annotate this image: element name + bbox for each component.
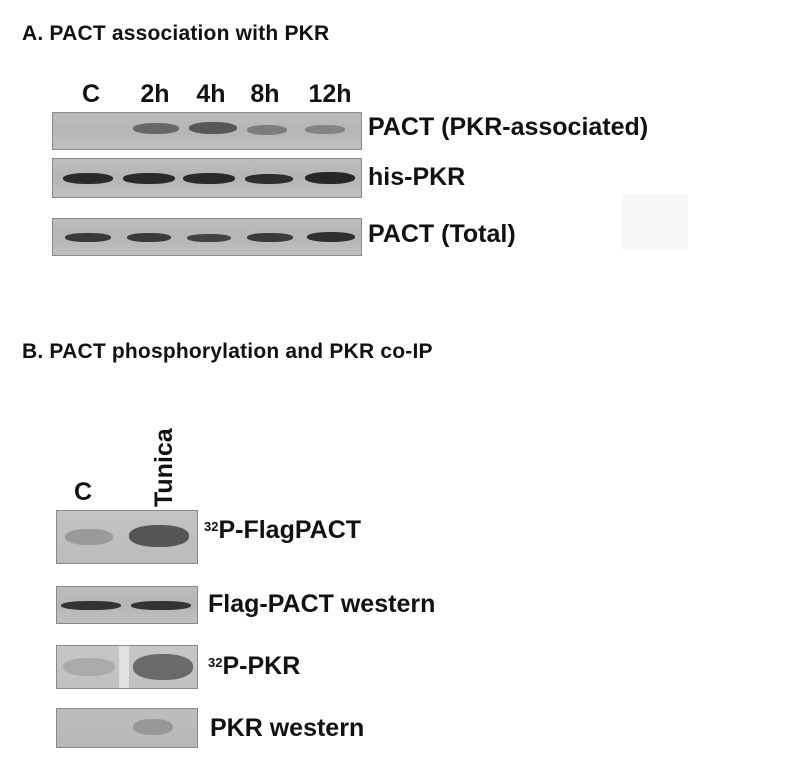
blot-flag-pact-western xyxy=(56,586,198,624)
band xyxy=(133,719,173,735)
band xyxy=(247,125,287,135)
band xyxy=(61,601,121,610)
band xyxy=(133,654,193,680)
blot-his-pkr xyxy=(52,158,362,198)
panel-b-title: B. PACT phosphorylation and PKR co-IP xyxy=(22,340,433,363)
lane-label-b-c: C xyxy=(73,478,93,506)
band xyxy=(307,232,355,242)
band xyxy=(63,173,113,184)
lane-label-2h: 2h xyxy=(140,80,170,108)
row-label-pkr-western: PKR western xyxy=(210,714,365,742)
band xyxy=(187,234,231,242)
lane-label-4h: 4h xyxy=(196,80,226,108)
blot-32p-flagpact xyxy=(56,510,198,564)
band xyxy=(63,658,115,676)
lane-label-8h: 8h xyxy=(250,80,280,108)
blot-32p-pkr xyxy=(56,645,198,689)
blot-pact-pkr-associated xyxy=(52,112,362,150)
band xyxy=(133,123,179,134)
row-label-pact-total: PACT (Total) xyxy=(368,220,516,248)
row-label-32p-flagpact: 32P-FlagPACT xyxy=(204,516,361,545)
lane-label-c: C xyxy=(81,80,101,108)
blot-pkr-western xyxy=(56,708,198,748)
band xyxy=(65,233,111,242)
label-text: P-FlagPACT xyxy=(218,516,362,544)
band xyxy=(189,122,237,134)
lane-gap xyxy=(119,646,129,688)
row-label-his-pkr: his-PKR xyxy=(368,163,466,191)
row-label-flag-pact-western: Flag-PACT western xyxy=(208,590,436,618)
lane-label-tunica: Tunica xyxy=(150,428,178,507)
panel-a-title: A. PACT association with PKR xyxy=(22,22,330,45)
band xyxy=(183,173,235,184)
row-label-pact-pkr-associated: PACT (PKR-associated) xyxy=(368,113,649,141)
faint-artifact xyxy=(622,194,688,250)
superscript-32: 32 xyxy=(204,518,219,534)
band xyxy=(123,173,175,184)
blot-pact-total xyxy=(52,218,362,256)
band xyxy=(247,233,293,242)
row-label-32p-pkr: 32P-PKR xyxy=(208,652,300,681)
band xyxy=(305,172,355,184)
band xyxy=(127,233,171,242)
label-text: P-PKR xyxy=(222,652,301,680)
band xyxy=(245,174,293,184)
band xyxy=(131,601,191,610)
band xyxy=(65,529,113,545)
band xyxy=(129,525,189,547)
superscript-32: 32 xyxy=(208,654,223,670)
lane-label-12h: 12h xyxy=(308,80,352,108)
band xyxy=(305,125,345,134)
